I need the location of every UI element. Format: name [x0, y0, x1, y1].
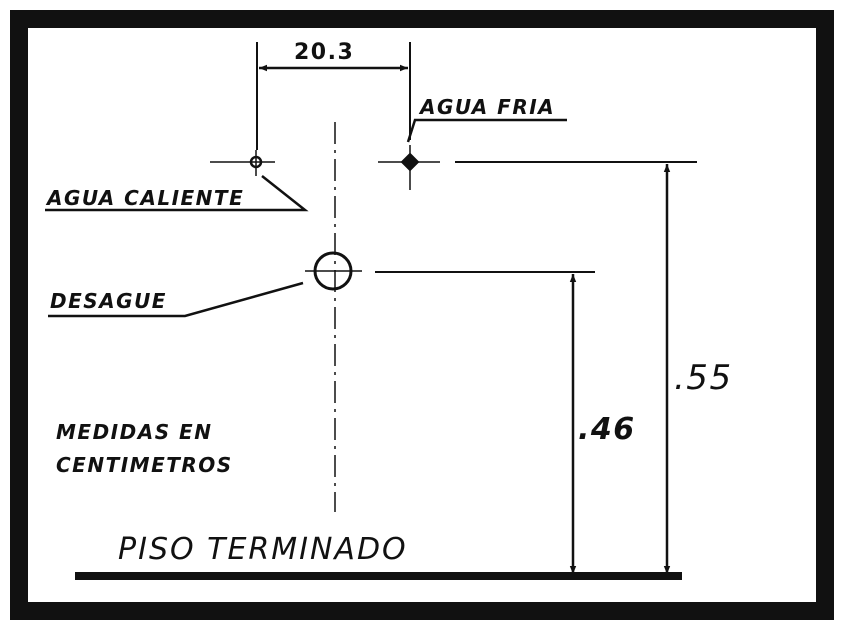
cold-water-label: AGUA FRIA	[420, 95, 556, 119]
cold-water-point	[400, 152, 420, 172]
floor-label: PISO TERMINADO	[118, 532, 408, 567]
units-note-line1: MEDIDAS EN	[56, 420, 213, 444]
hot-leader	[45, 175, 309, 212]
drain-height-label: .46	[578, 412, 636, 447]
units-note-line2: CENTIMETROS	[56, 453, 233, 477]
drain-leader	[48, 281, 304, 318]
hot-water-label: AGUA CALIENTE	[47, 186, 245, 210]
drain-label: DESAGUE	[50, 289, 167, 313]
supply-height-label: .55	[674, 358, 733, 398]
hot-water-point	[249, 155, 263, 169]
width-dimension-label: 20.3	[294, 40, 355, 65]
cold-leader	[406, 118, 567, 143]
